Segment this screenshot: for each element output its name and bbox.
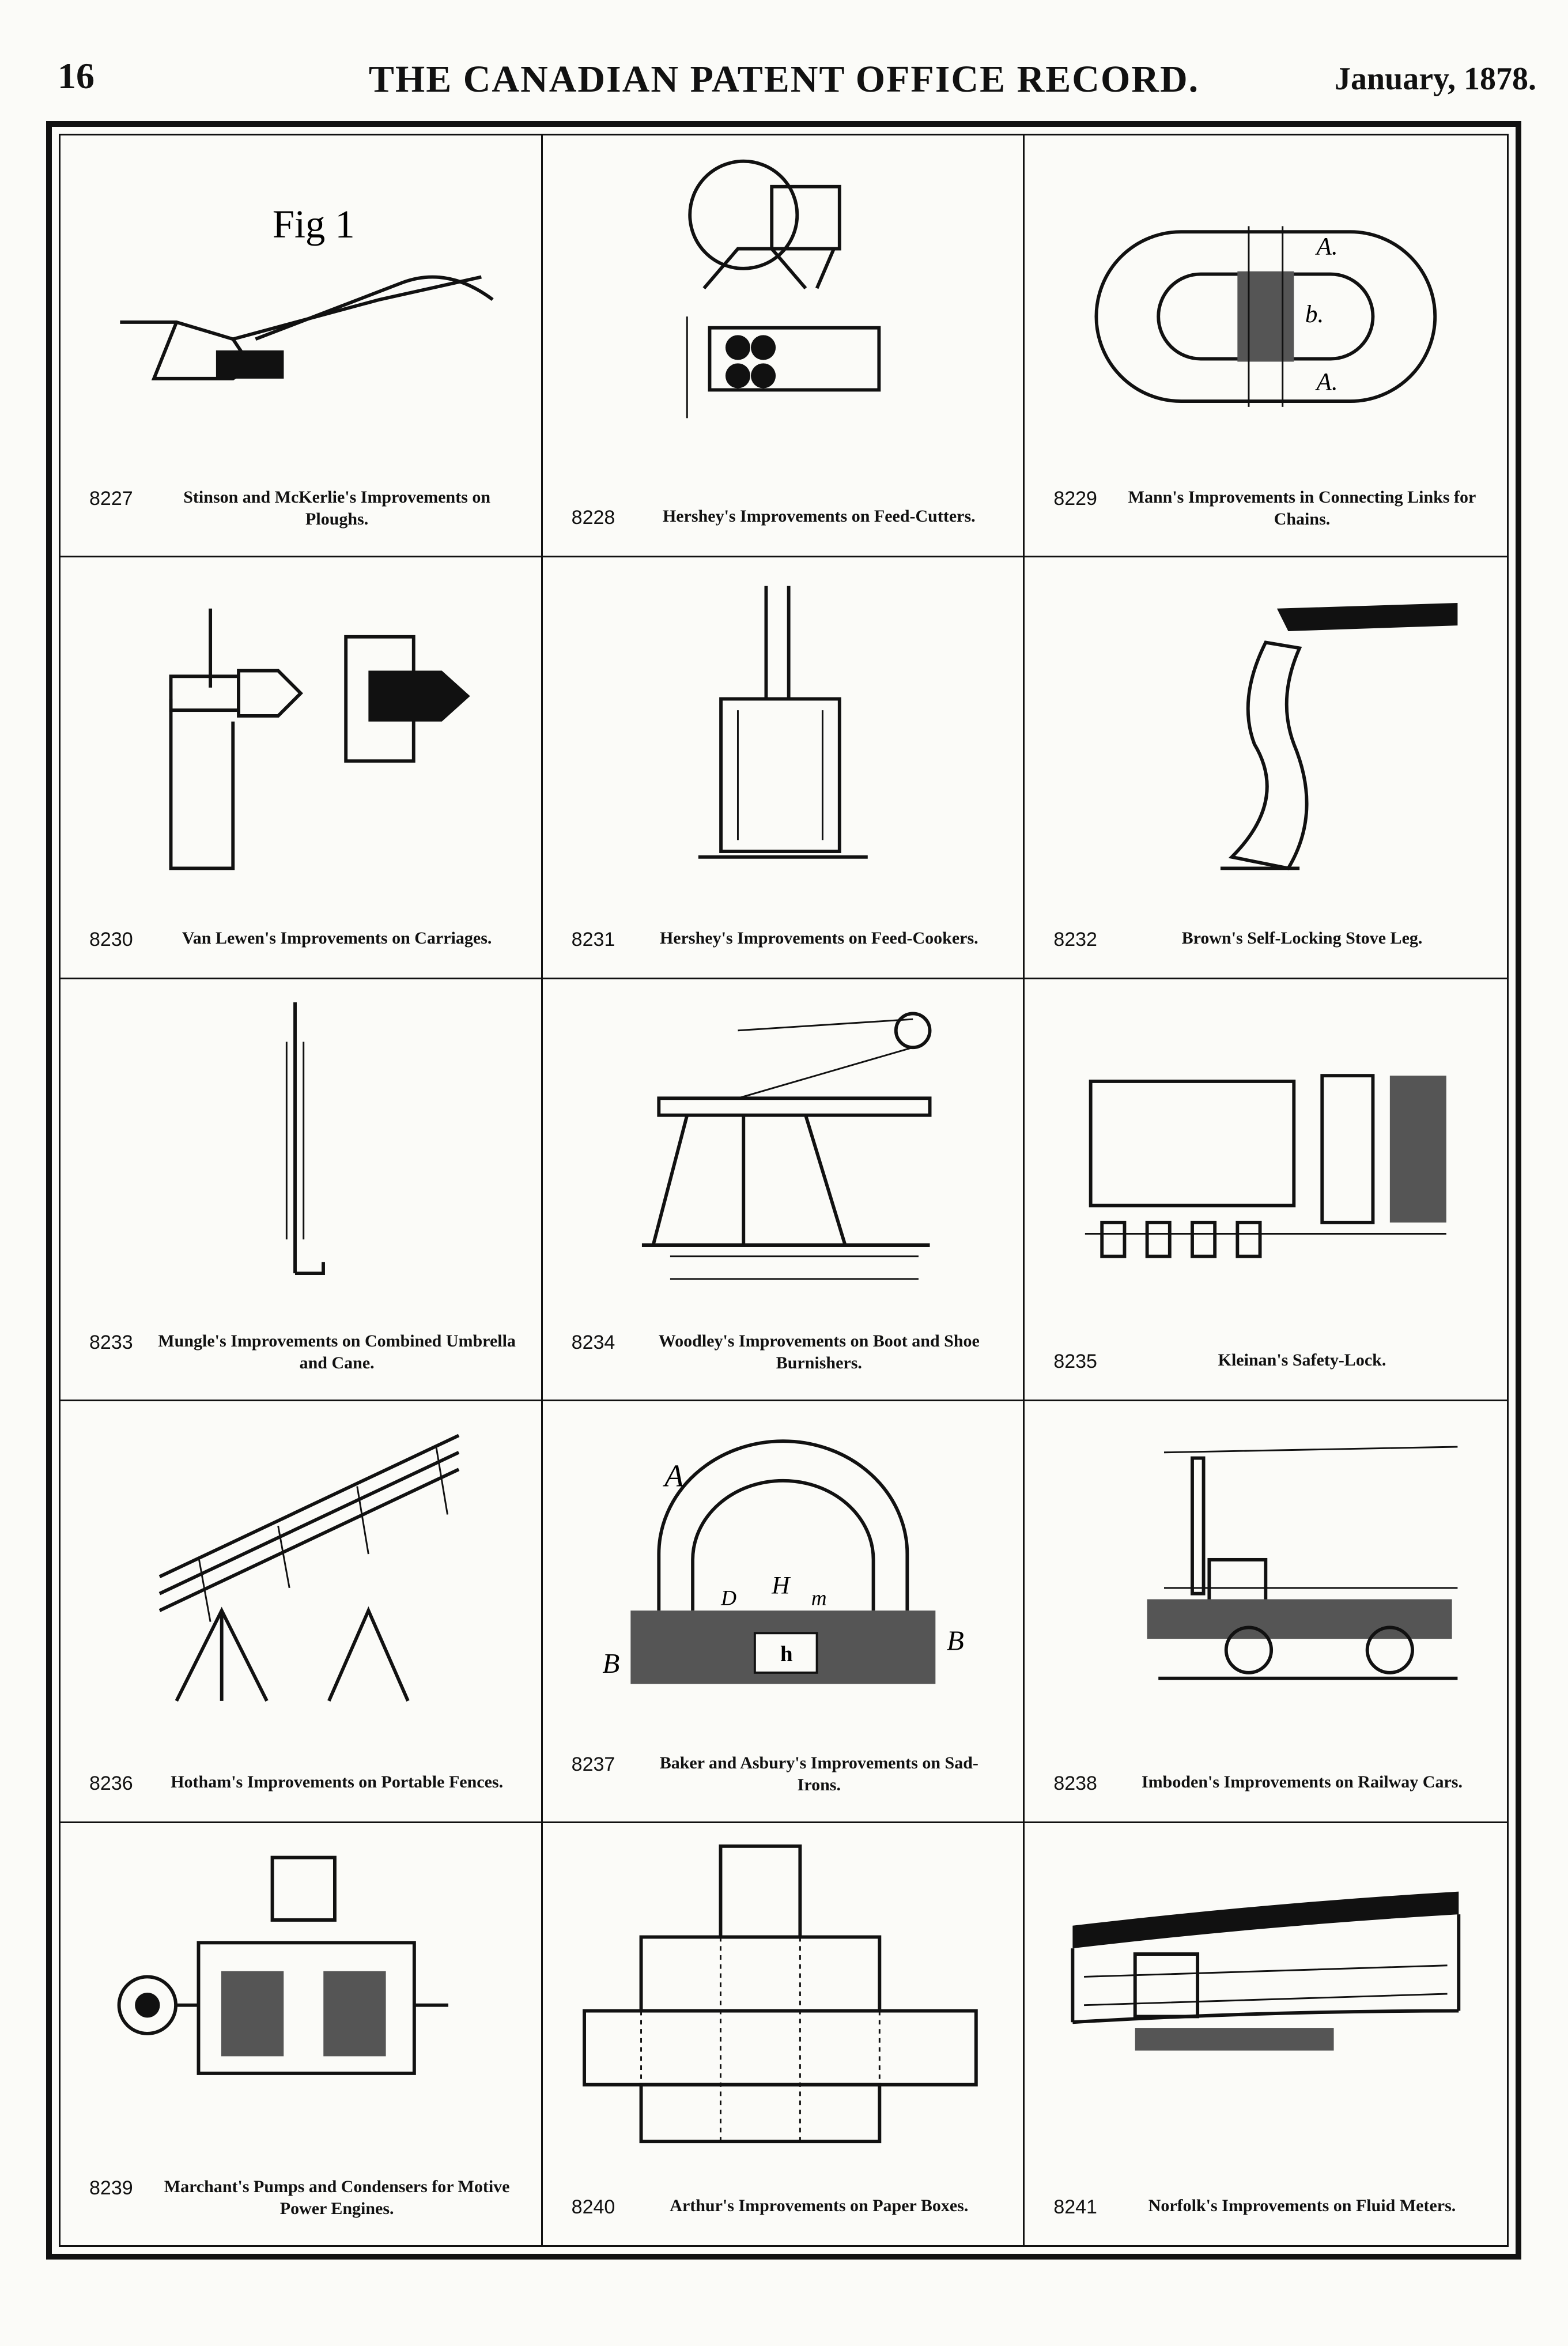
patent-caption: 8231 Hershey's Improvements on Feed-Cook… bbox=[572, 927, 1000, 952]
figure-label: Fig 1 bbox=[273, 202, 355, 246]
link-label-a: A. bbox=[1315, 233, 1338, 260]
iron-label-b2: B bbox=[947, 1625, 964, 1657]
patent-title: Baker and Asbury's Improvements on Sad-I… bbox=[659, 1753, 978, 1794]
patent-cell: 8232 Brown's Self-Locking Stove Leg. bbox=[1025, 557, 1507, 979]
journal-title: THE CANADIAN PATENT OFFICE RECORD. bbox=[368, 58, 1200, 100]
patent-number: 8234 bbox=[571, 1332, 615, 1353]
iron-label-d: D bbox=[720, 1586, 736, 1610]
patent-figure-frame: Fig 1 8227 Stinson and McKerlie's Improv… bbox=[46, 121, 1521, 2260]
iron-label-b: B bbox=[602, 1647, 619, 1679]
patent-title: Woodley's Improvements on Boot and Shoe … bbox=[658, 1332, 980, 1372]
patent-title: Arthur's Improvements on Paper Boxes. bbox=[670, 2196, 969, 2215]
patent-title: Hershey's Improvements on Feed-Cookers. bbox=[659, 928, 978, 948]
patent-caption: 8239 Marchant's Pumps and Condensers for… bbox=[89, 2176, 518, 2219]
patent-caption: 8238 Imboden's Improvements on Railway C… bbox=[1053, 1771, 1484, 1796]
patent-cell: Fig 1 8227 Stinson and McKerlie's Improv… bbox=[61, 135, 543, 557]
patent-number: 8231 bbox=[571, 928, 615, 951]
feed-cooker-illustration bbox=[566, 575, 1000, 880]
patent-number: 8240 bbox=[571, 2196, 615, 2218]
patent-cell: 8241 Norfolk's Improvements on Fluid Met… bbox=[1025, 1823, 1507, 2245]
paper-box-illustration bbox=[566, 1840, 1000, 2147]
railway-car-illustration bbox=[1048, 1419, 1484, 1723]
patent-number: 8238 bbox=[1053, 1772, 1097, 1794]
patent-cell: 8231 Hershey's Improvements on Feed-Cook… bbox=[542, 557, 1025, 979]
patent-title: Norfolk's Improvements on Fluid Meters. bbox=[1148, 2196, 1456, 2215]
patent-caption: 8237 Baker and Asbury's Improvements on … bbox=[572, 1752, 1000, 1796]
link-label-b: b. bbox=[1305, 301, 1324, 328]
patent-title: Mann's Improvements in Connecting Links … bbox=[1128, 488, 1476, 529]
patent-cell: 8238 Imboden's Improvements on Railway C… bbox=[1025, 1401, 1507, 1823]
chain-link-illustration: A. b. A. bbox=[1048, 153, 1484, 458]
patent-title: Imboden's Improvements on Railway Cars. bbox=[1141, 1772, 1463, 1791]
patent-number: 8230 bbox=[89, 928, 133, 951]
patent-title: Brown's Self-Locking Stove Leg. bbox=[1181, 928, 1423, 948]
page-number: 16 bbox=[58, 55, 95, 96]
patent-caption: 8230 Van Lewen's Improvements on Carriag… bbox=[89, 927, 518, 952]
issue-date: January, 1878. bbox=[1334, 61, 1536, 97]
patent-title: Stinson and McKerlie's Improvements on P… bbox=[183, 488, 491, 529]
patent-caption: 8229 Mann's Improvements in Connecting L… bbox=[1053, 486, 1484, 530]
patent-number: 8233 bbox=[89, 1332, 133, 1353]
patent-caption: 8232 Brown's Self-Locking Stove Leg. bbox=[1053, 927, 1484, 952]
patent-number: 8239 bbox=[89, 2177, 133, 2199]
patent-caption: 8234 Woodley's Improvements on Boot and … bbox=[572, 1330, 1000, 1374]
patent-caption: 8241 Norfolk's Improvements on Fluid Met… bbox=[1053, 2195, 1484, 2220]
feed-cutter-illustration bbox=[566, 153, 1000, 458]
fluid-meter-illustration bbox=[1048, 1840, 1484, 2147]
patent-title: Van Lewen's Improvements on Carriages. bbox=[182, 928, 492, 948]
patent-caption: 8240 Arthur's Improvements on Paper Boxe… bbox=[572, 2195, 1000, 2220]
iron-label-a: A bbox=[663, 1458, 684, 1493]
iron-label-h: H bbox=[771, 1572, 791, 1600]
patent-cell: A B B H h D m 8237 Baker and Asbury's Im… bbox=[542, 1401, 1025, 1823]
patent-cell: 8240 Arthur's Improvements on Paper Boxe… bbox=[543, 1823, 1025, 2245]
portable-fence-illustration bbox=[84, 1419, 518, 1723]
page-header: 16 THE CANADIAN PATENT OFFICE RECORD. Ja… bbox=[0, 0, 1568, 115]
patent-caption: 8233 Mungle's Improvements on Combined U… bbox=[89, 1330, 518, 1374]
patent-number: 8228 bbox=[571, 506, 615, 529]
patent-title: Marchant's Pumps and Condensers for Moti… bbox=[164, 2177, 510, 2218]
patent-number: 8237 bbox=[571, 1753, 615, 1775]
patent-caption: 8228 Hershey's Improvements on Feed-Cutt… bbox=[572, 506, 1000, 530]
patent-number: 8229 bbox=[1053, 488, 1097, 510]
patent-figure-inner-border: Fig 1 8227 Stinson and McKerlie's Improv… bbox=[59, 134, 1509, 2247]
patent-cell: A. b. A. 8229 Mann's Improvements in Con… bbox=[1025, 135, 1507, 557]
link-label-a2: A. bbox=[1315, 368, 1338, 395]
safety-lock-illustration bbox=[1048, 997, 1484, 1302]
patent-cell: 8228 Hershey's Improvements on Feed-Cutt… bbox=[542, 135, 1025, 557]
patent-number: 8227 bbox=[89, 488, 133, 510]
patent-caption: 8235 Kleinan's Safety-Lock. bbox=[1053, 1349, 1484, 1374]
patent-title: Hershey's Improvements on Feed-Cutters. bbox=[662, 506, 976, 526]
iron-label-hh: h bbox=[780, 1642, 793, 1666]
carriage-part-illustration bbox=[84, 575, 518, 880]
patent-number: 8235 bbox=[1053, 1350, 1097, 1372]
iron-label-m: m bbox=[811, 1586, 826, 1610]
patent-title: Kleinan's Safety-Lock. bbox=[1218, 1350, 1386, 1370]
pump-condenser-illustration bbox=[84, 1840, 518, 2147]
patent-caption: 8236 Hotham's Improvements on Portable F… bbox=[89, 1771, 518, 1796]
patent-cell: 8230 Van Lewen's Improvements on Carriag… bbox=[61, 557, 543, 979]
patent-cell: 8235 Kleinan's Safety-Lock. bbox=[1025, 979, 1507, 1401]
patent-cell: 8239 Marchant's Pumps and Condensers for… bbox=[61, 1823, 543, 2245]
patent-title: Hotham's Improvements on Portable Fences… bbox=[171, 1772, 504, 1791]
patent-grid: Fig 1 8227 Stinson and McKerlie's Improv… bbox=[61, 135, 1507, 2245]
burnisher-machine-illustration bbox=[566, 997, 1000, 1302]
patent-number: 8232 bbox=[1053, 928, 1097, 951]
sad-iron-illustration: A B B H h D m bbox=[566, 1419, 1000, 1723]
patent-cell: 8233 Mungle's Improvements on Combined U… bbox=[61, 979, 543, 1401]
plough-illustration: Fig 1 bbox=[84, 153, 518, 458]
patent-cell: 8236 Hotham's Improvements on Portable F… bbox=[61, 1401, 543, 1823]
patent-caption: 8227 Stinson and McKerlie's Improvements… bbox=[89, 486, 518, 530]
patent-number: 8241 bbox=[1053, 2196, 1097, 2218]
stove-leg-illustration bbox=[1048, 575, 1484, 880]
umbrella-cane-illustration bbox=[84, 997, 518, 1302]
patent-title: Mungle's Improvements on Combined Umbrel… bbox=[158, 1332, 516, 1372]
patent-number: 8236 bbox=[89, 1772, 133, 1794]
patent-cell: 8234 Woodley's Improvements on Boot and … bbox=[542, 979, 1025, 1401]
